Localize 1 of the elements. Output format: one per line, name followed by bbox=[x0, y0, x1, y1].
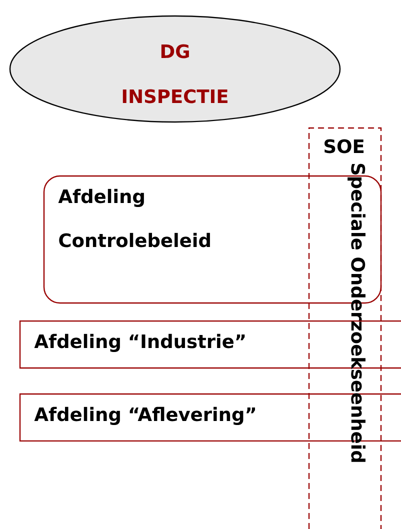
unit-column: SOE Speciale Onderzoekseenheid bbox=[308, 127, 382, 529]
